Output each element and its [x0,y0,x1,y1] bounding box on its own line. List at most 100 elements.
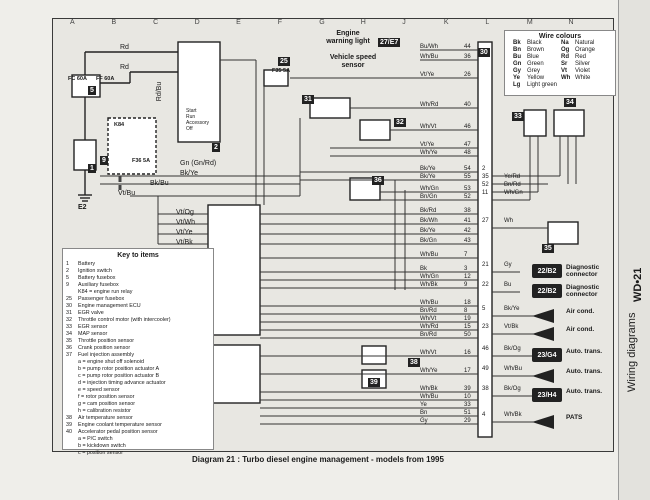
ecu-wire-label: Bk [420,266,428,272]
fuse-fc-label: FC 60A [68,76,87,82]
key-item-text: a = P/C switch [78,436,113,442]
key-item-text: Fuel injection assembly [78,352,135,358]
key-item-text: e = speed sensor [78,387,120,393]
ecu-wire-label: Bk/Og [504,346,521,352]
ecu-pin-number: 9 [464,282,468,288]
key-item-number: 36 [66,345,72,351]
wire-colour-code: Vt [561,68,567,74]
ecu-pin-row: Bk 3 [420,266,494,275]
ecu-wire-label: Ye [420,402,427,408]
key-item-number: 25 [66,296,72,302]
key-item-number [66,401,78,408]
wire-label: Vt/Wh [176,219,196,226]
key-item-text: Accelerator pedal position sensor [78,429,158,435]
ecu-wire-label: Bk/Ye [420,166,436,172]
key-item-number: 30 [66,303,72,309]
ecu-pin-number: 40 [464,102,471,108]
key-item: g = cam position sensor [63,401,213,408]
key-item: c = pump rotor position actuator B [63,373,213,380]
key-item-text: Battery fusebox [78,275,116,281]
wire-colour-code: Og [561,47,570,53]
component-39-tag: 39 [368,378,380,387]
engine-warning-light-label: Engine warning light [326,30,370,45]
key-item-text: EGR sensor [78,324,108,330]
wire-colour-name: Silver [575,61,591,67]
ecu-pin-number: 49 [482,366,489,372]
key-item-number [66,359,78,366]
key-item-number: 32 [66,317,72,323]
ecu-wire-label: Vt/Ye [420,72,435,78]
ecu-pin-number: 16 [464,350,471,356]
ecu-pin-number: 8 [464,308,468,314]
vehicle-speed-sensor-label: Vehicle speed sensor [329,54,377,69]
component-31-tag: 31 [302,95,314,104]
key-item-number [66,387,78,394]
key-item-text: Ignition switch [78,268,112,274]
ecu-wire-label: Gy [420,418,428,424]
key-item-number [66,380,78,387]
wire-colour-code: Gy [513,68,522,74]
key-item-number: 35 [66,338,72,344]
grid-column-letter: A [70,19,75,26]
ecu-pin-number: 5 [482,306,486,312]
diagram-caption: Diagram 21 : Turbo diesel engine managem… [192,455,444,464]
output-ref-tag: 23/G4 [532,348,562,362]
key-item-number: 38 [66,415,72,421]
wire-label: Vt/Bu [118,190,136,197]
key-item: K84 = engine run relay [63,289,213,296]
output-arrow [532,415,554,429]
ecu-pin-number: 3 [464,266,468,272]
grid-column-letter: K [443,19,449,26]
key-item: c = position sensor [63,450,213,457]
wire-label: Rd/Bu [156,81,164,102]
wire-label: Bk/Ye [180,170,199,177]
key-item-text: Engine coolant temperature sensor [78,422,162,428]
wire-colour-code: Ye [513,75,521,81]
key-item-number: 1 [66,261,69,267]
grid-column-letter: L [485,19,490,26]
ecu-wire-label: Bn/Rd [420,308,437,314]
output-ref-tag: 22/B2 [532,284,562,298]
page-sidebar [618,0,650,500]
key-item-number [66,408,78,415]
ecu-pin-number: 44 [464,44,471,50]
output-label: Auto. trans. [566,368,603,375]
ecu-wire-label: Bk/Og [504,386,521,392]
grid-column-letter: J [402,19,406,26]
grid-column-letter: D [194,19,200,26]
ecu-pin-number: 46 [482,346,489,352]
wire-colours-title: Wire colours [538,33,582,40]
ecu-pin-number: 35 [482,174,489,180]
ecu-pin-number: 22 [482,282,489,288]
fuse-f35-label: F35 5A [272,68,291,74]
wire-colour-name: Natural [575,40,595,46]
ecu-pin-number: 42 [464,228,471,234]
ecu-wire-label: Wh/Bk [420,386,438,392]
key-item-number: 2 [66,268,69,274]
component-32-tag: 32 [394,118,406,127]
ecu-wire-label: Bn [420,410,428,416]
wire-colour-name: Yellow [527,75,545,81]
component-34-tag: 34 [564,98,576,107]
ecu-pin-number: 54 [464,166,471,172]
ecu-wire-label: Bk/Rd [420,208,437,214]
output-label: PATS [566,414,583,421]
